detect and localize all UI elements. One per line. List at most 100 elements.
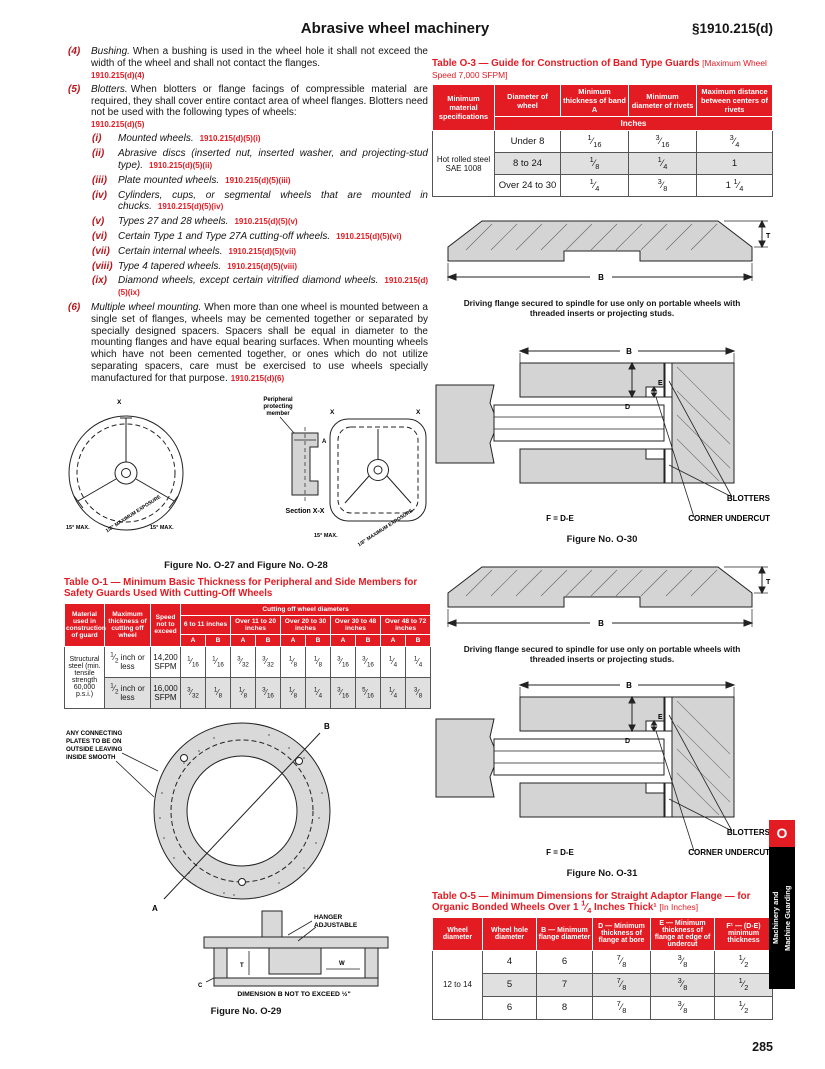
citation-link[interactable]: 1910.215(d)(5)(ix) [118, 276, 428, 298]
paragraph-number: (4) [68, 46, 81, 57]
item-number: (v) [92, 216, 105, 228]
table-o1-header-span: Cutting off wheel diameters [179, 602, 432, 616]
subitem-i: (i)Mounted wheels.1910.215(d)(5)(i) [64, 133, 428, 145]
max-angle-label: 15° MAX. [66, 525, 90, 531]
citation-link[interactable]: 1910.215(d)(5) [91, 120, 145, 130]
hatching [465, 569, 718, 597]
table-row: 6 8 7⁄8 3⁄8 1⁄2 [433, 995, 773, 1020]
figure-o29: B A ANY CONNECTING PLATES TO BE ON OUTSI… [64, 713, 428, 1017]
citation-link[interactable]: 1910.215(d)(5)(vii) [228, 246, 297, 256]
table-o1-cell: 3⁄16 [255, 676, 281, 709]
a-dimension-label: A [322, 439, 327, 445]
t-dimension-label: T [766, 579, 771, 586]
table-o5-cell: 3⁄8 [650, 949, 715, 974]
table-o1-ab: B [255, 633, 281, 647]
table-o5-header: Wheel diameter [432, 916, 483, 951]
table-title-note: [In Inches] [659, 902, 699, 913]
paragraph-number: (6) [68, 301, 81, 313]
table-o1-cell: 1⁄4 [380, 676, 406, 709]
citation-link[interactable]: 1910.215(d)(5)(v) [234, 217, 298, 227]
driving-flange-figure-2: T B Driving flange secured to spindle fo… [432, 553, 772, 665]
corner-undercut-label: CORNER UNDERCUT [688, 848, 770, 857]
item-text: Certain Type 1 and Type 27A cutting-off … [118, 230, 331, 242]
connecting-plates-note: OUTSIDE LEAVING [66, 746, 122, 753]
table-o1-cell: 1⁄16 [180, 645, 206, 678]
table-o1-cell: 3⁄16 [355, 645, 381, 678]
subitem-vi: (vi)Certain Type 1 and Type 27A cutting-… [64, 231, 428, 243]
d-dimension-label: D [625, 404, 630, 411]
figure-o31: B D [432, 675, 772, 879]
table-o3-header: Minimum thickness of band A [560, 84, 629, 118]
table-row: Over 24 to 30 1⁄4 3⁄8 1 1⁄4 [433, 174, 773, 198]
subitem-v: (v)Types 27 and 28 wheels.1910.215(d)(5)… [64, 216, 428, 228]
table-o1-diameter-group: 6 to 11 inches [180, 614, 231, 635]
table-o3-cell: 1⁄8 [560, 152, 629, 176]
citation-link[interactable]: 1910.215(d)(5)(vi) [336, 231, 402, 241]
table-o3-unit-row: Inches [494, 116, 773, 132]
citation-link[interactable]: 1910.215(d)(5)(ii) [149, 160, 213, 170]
table-o1-ab: B [404, 633, 432, 647]
citation-link[interactable]: 1910.215(d)(5)(viii) [227, 261, 298, 271]
table-o3-cell: 3⁄4 [696, 130, 773, 154]
leader-lines [655, 714, 733, 851]
leader-lines [655, 380, 733, 517]
table-o5-title: Table O-5 — Minimum Dimensions for Strai… [432, 890, 772, 916]
table-o3-cell: 1⁄16 [560, 130, 629, 154]
paragraph-4: (4)Bushing.When a bushing is used in the… [64, 46, 428, 81]
table-o3-cell: 8 to 24 [494, 152, 561, 176]
table-title-text: Table O-5 — Minimum Dimensions for Strai… [432, 890, 751, 916]
table-o1-cell: 1⁄4 [380, 645, 406, 678]
table-o3-header: Minimum diameter of rivets [628, 84, 697, 118]
w-dimension-label: W [339, 961, 345, 967]
table-o5-cell: 8 [536, 995, 593, 1020]
blotters-label: BLOTTERS [727, 494, 771, 503]
citation-link[interactable]: 1910.215(d)(4) [91, 70, 145, 80]
table-o3-cell: 1 1⁄4 [696, 174, 773, 198]
citation-link[interactable]: 1910.215(d)(5)(iii) [225, 175, 291, 185]
table-o1-cell: 1⁄2 inch or less [104, 645, 151, 678]
table-o5-cell: 1⁄2 [714, 995, 773, 1020]
figure-caption: Figure No. O-31 [566, 867, 638, 879]
item-number: (iv) [92, 189, 107, 201]
table-o3: Minimum material specifications Diameter… [432, 84, 773, 198]
table-o1-diameter-group: Over 30 to 48 inches [330, 614, 381, 635]
item-number: (ix) [92, 275, 107, 287]
blotters-label: BLOTTERS [727, 828, 771, 837]
t-dimension-label: T [766, 233, 771, 240]
right-column: Table O-3 — Guide for Construction of Ba… [432, 58, 773, 1020]
table-o1-ab: A [280, 633, 306, 647]
table-o3-cell: 1 [696, 152, 773, 176]
figure-o27-o28: X 15° MAX. 15° MAX. 1/8" MAXIMUM EXPOSUR… [64, 389, 428, 571]
subitem-iii: (iii)Plate mounted wheels.1910.215(d)(5)… [64, 175, 428, 187]
paragraph-text: When more than one wheel is mounted betw… [91, 301, 428, 384]
chapter-tab-line: Machine Guarding [783, 885, 792, 951]
item-number: (viii) [92, 260, 113, 272]
table-o5-cell: 3⁄8 [650, 972, 715, 997]
d-e-dimensions [628, 361, 658, 398]
table-o1-cell: 1⁄4 [305, 676, 331, 709]
table-o1-cell: 1⁄8 [305, 645, 331, 678]
citation-link[interactable]: 1910.215(d)(6) [230, 373, 285, 383]
b-dimension-label: B [598, 619, 604, 628]
assembly [435, 696, 735, 818]
table-o5: Wheel diameter Wheel hole diameter B — M… [432, 916, 773, 1020]
figure-o29-drawing: B A ANY CONNECTING PLATES TO BE ON OUTSI… [66, 722, 389, 998]
citation-link[interactable]: 1910.215(d)(5)(iv) [157, 202, 224, 212]
table-o1-ab: B [305, 633, 331, 647]
c-dimension-label: C [198, 983, 203, 989]
max-exposure-label: 1/8" MAXIMUM EXPOSURE [357, 507, 415, 547]
subitem-ix: (ix)Diamond wheels, except certain vitri… [64, 275, 428, 299]
hanger-note: ADJUSTABLE [314, 922, 358, 929]
page-title: Abrasive wheel machinery [300, 20, 490, 37]
table-o3-material-cell: Hot rolled steel SAE 1008 [432, 130, 495, 198]
t-dimension [724, 565, 768, 594]
table-o1-cell: 1⁄8 [280, 676, 306, 709]
table-o5-header: B — Minimum flange diameter [536, 916, 593, 951]
connecting-plates-note: PLATES TO BE ON [66, 738, 122, 745]
citation-link[interactable]: 1910.215(d)(5)(i) [199, 134, 261, 144]
e-dimension-label: E [658, 380, 663, 387]
table-o1-ab: B [205, 633, 231, 647]
driving-flange-drawing: T B [446, 565, 771, 628]
table-o1-header-speed: Speed not to exceed [150, 602, 181, 647]
x-label: X [330, 409, 335, 416]
